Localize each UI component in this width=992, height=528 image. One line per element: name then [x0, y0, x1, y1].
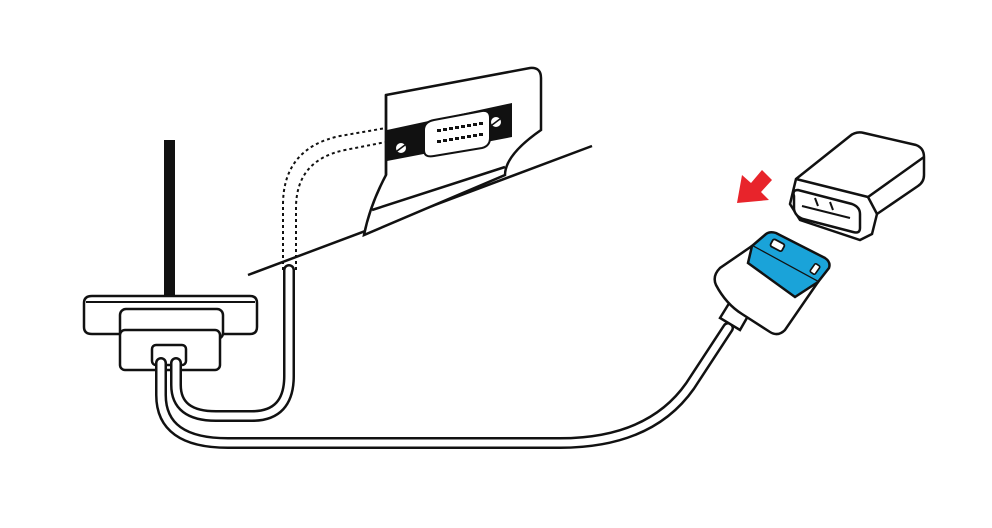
connector-tab	[769, 238, 786, 253]
cable-icon	[155, 264, 734, 449]
obd-plug-icon	[713, 230, 831, 336]
insert-arrow	[737, 170, 772, 203]
obd-port-face	[423, 109, 491, 158]
cable-to-port	[172, 266, 293, 420]
connector-blue-side	[746, 245, 819, 299]
cable-to-connector	[157, 324, 732, 447]
obd-port-icon	[387, 103, 512, 161]
hidden-cable-route	[282, 127, 387, 270]
mount-bracket-icon	[82, 140, 259, 372]
obd-dongle-icon	[788, 131, 926, 242]
port-pins	[437, 122, 483, 143]
vehicle-dashboard	[247, 66, 593, 277]
housing-lip	[371, 165, 506, 212]
mount-post	[164, 140, 175, 300]
arrow-icon	[737, 170, 772, 203]
